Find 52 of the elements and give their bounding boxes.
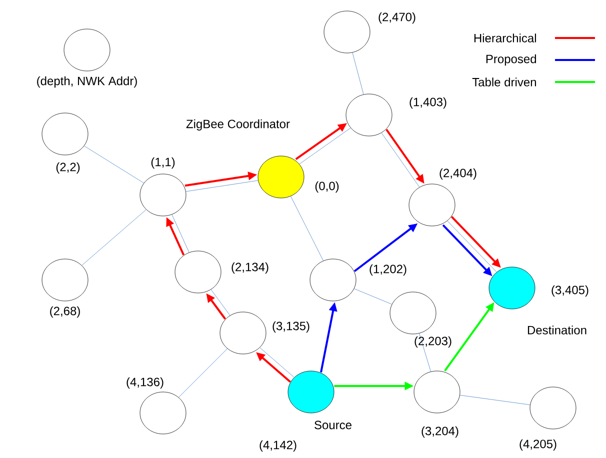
node-label: (4,205) [520,439,556,451]
node-circle [408,184,456,226]
legend-label: Proposed [486,54,536,66]
link-line [178,348,228,398]
node-label: (3,405) [552,285,588,297]
node-label: (1,403) [410,97,446,109]
link-line [172,214,190,253]
node-circle [310,258,356,302]
link-line [460,394,530,406]
node-circle [140,174,186,216]
node-circle [42,258,88,302]
legend-label: Table driven [472,78,536,86]
node-circle [390,292,436,334]
link-line [354,288,392,305]
coordinator-node [258,156,304,198]
link-line [352,52,364,95]
node-circle [140,392,186,434]
link-line [84,146,144,184]
node-circle [220,312,266,354]
node-circle [488,266,536,310]
node-label: (2,134) [232,262,268,274]
link-line [186,180,258,192]
link-line [210,289,230,316]
node-circle [42,112,88,156]
node-label: (2,470) [378,12,416,24]
node-circle [64,28,110,72]
node-label: (4,142) [260,440,296,452]
node-label: Destination [528,326,586,334]
link-line [260,347,294,378]
node-label: (2,203) [414,336,452,348]
node-label: (3,135) [272,321,310,333]
link-line [82,209,146,266]
node-circle [324,10,370,54]
node-label: (depth, NWK Addr) [37,76,137,88]
node-label: ZigBee Coordinator [186,119,290,131]
node-label: (2,404) [440,168,476,180]
node-label: (4,136) [126,377,164,389]
link-line [418,333,432,372]
node-label: (2,2) [56,162,80,174]
node-circle [414,370,460,414]
node-circle [288,370,334,414]
node-label: (1,202) [370,264,406,276]
legend-label: Hierarchical [474,34,536,42]
link-line [290,196,324,261]
node-circle [530,386,576,430]
node-label: (3,204) [422,426,458,438]
node-circle [174,250,222,294]
node-label: (2,68) [50,306,80,318]
node-label: (1,1) [151,157,175,169]
node-label: Source [314,420,352,430]
node-label: (0,0) [315,181,339,193]
node-circle [346,94,392,136]
